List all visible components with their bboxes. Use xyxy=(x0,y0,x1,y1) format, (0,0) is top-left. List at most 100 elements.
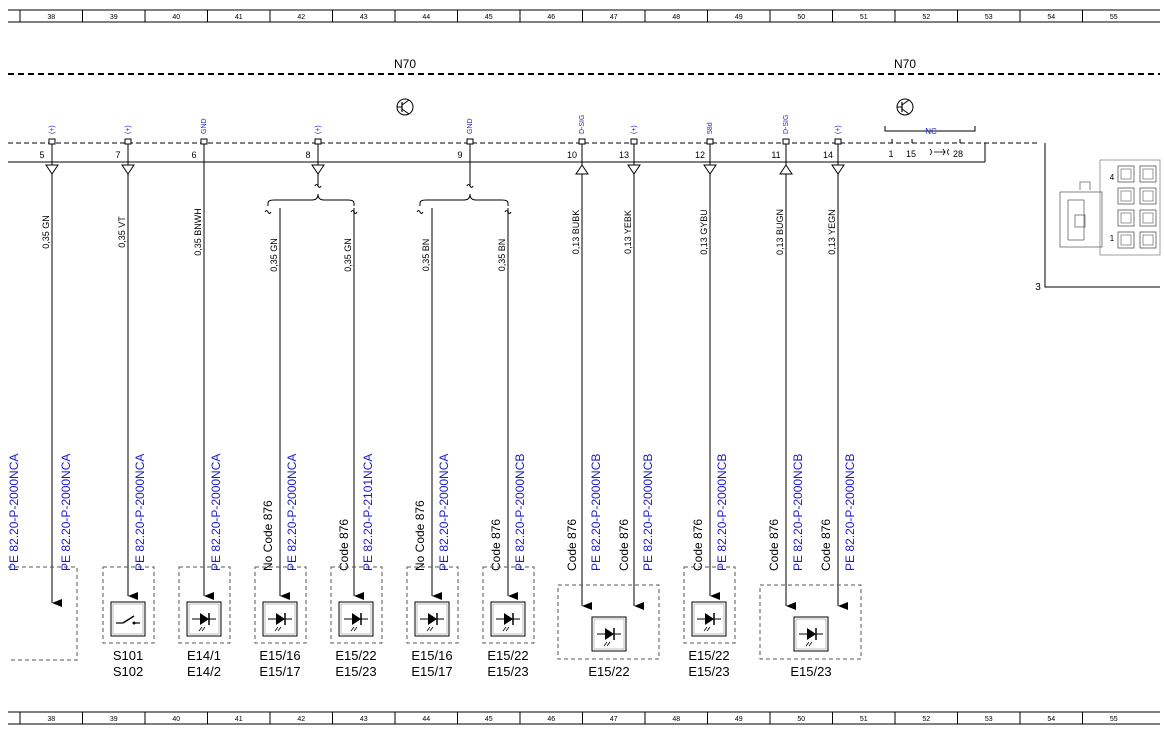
reference-link[interactable]: PE 82.20-P-2101NCA xyxy=(361,454,375,571)
column-number: 48 xyxy=(672,14,680,21)
pin-number: 6 xyxy=(191,150,196,160)
pin-terminal xyxy=(314,138,322,145)
component-id-label: E15/23 xyxy=(487,664,528,679)
led-icon xyxy=(338,601,374,637)
component-box: E15/23 xyxy=(759,584,862,679)
column-number: 55 xyxy=(1110,716,1118,723)
pin-terminal xyxy=(630,138,638,145)
component-box: E15/22 xyxy=(557,584,660,679)
pin-terminal xyxy=(466,138,474,145)
wire-label: 0,13 GYBU xyxy=(699,209,709,255)
transistor-icon xyxy=(396,98,414,116)
reference-link[interactable]: PE 82.20-P-2000NCB xyxy=(641,454,655,571)
column-number: 46 xyxy=(547,716,555,723)
code-condition-label: Code 876 xyxy=(337,519,351,571)
wire: 0,13 BUBK xyxy=(571,174,592,610)
reference-link[interactable]: PE 82.20-P-2000NCA xyxy=(7,454,21,571)
column-number: 49 xyxy=(735,716,743,723)
wire-label: 0,35 GN xyxy=(41,215,51,249)
code-condition-label: Code 876 xyxy=(565,519,579,571)
switch-icon xyxy=(110,601,146,637)
pin-7: (+)7 xyxy=(115,125,135,175)
reference-link[interactable]: PE 82.20-P-2000NCA xyxy=(133,454,147,571)
nc-pin-number: 28 xyxy=(953,149,963,159)
reference-group: PE 82.20-P-2000NCA xyxy=(59,454,73,571)
component-id-label: E15/23 xyxy=(688,664,729,679)
column-number: 52 xyxy=(922,716,930,723)
pin-signal-label: (+) xyxy=(125,125,132,134)
pin-8: (+)8 xyxy=(305,125,325,175)
component-id-label: S102 xyxy=(113,664,143,679)
column-number: 53 xyxy=(985,14,993,21)
code-condition-label: Code 876 xyxy=(691,519,705,571)
column-number: 41 xyxy=(235,716,243,723)
connector-cell xyxy=(1139,187,1157,205)
column-number: 40 xyxy=(172,14,180,21)
column-number: 42 xyxy=(297,14,305,21)
reference-link[interactable]: PE 82.20-P-2000NCA xyxy=(209,454,223,571)
component-id-label: E15/22 xyxy=(487,648,528,663)
column-number: 47 xyxy=(610,716,618,723)
led-icon xyxy=(414,601,450,637)
component-id-label: S101 xyxy=(113,648,143,663)
nc-pin-group: NC 1 15 28 xyxy=(884,126,976,159)
component-box xyxy=(8,566,78,661)
input-triangle-icon xyxy=(627,164,641,175)
transistor-icon xyxy=(896,98,914,116)
reference-link[interactable]: PE 82.20-P-2000NCB xyxy=(843,454,857,571)
connector-cell xyxy=(1139,209,1157,227)
column-number: 47 xyxy=(610,14,618,21)
pin-terminal xyxy=(706,138,714,145)
pin-number: 9 xyxy=(457,150,462,160)
pin-terminal xyxy=(48,138,56,145)
reference-link[interactable]: PE 82.20-P-2000NCB xyxy=(513,454,527,571)
reference-link[interactable]: PE 82.20-P-2000NCB xyxy=(589,454,603,571)
wire-label: 0,35 BN xyxy=(421,239,431,272)
reference-link[interactable]: PE 82.20-P-2000NCA xyxy=(59,454,73,571)
nc-pin-number: 1 xyxy=(888,149,893,159)
component-id-label: E14/1 xyxy=(187,648,221,663)
column-number: 53 xyxy=(985,716,993,723)
pin-14: (+)14 xyxy=(823,125,845,175)
pin-number: 11 xyxy=(771,150,780,160)
column-number: 39 xyxy=(110,716,118,723)
component-id-label: E15/23 xyxy=(790,664,831,679)
column-number: 38 xyxy=(47,14,55,21)
reference-link[interactable]: PE 82.20-P-2000NCB xyxy=(715,454,729,571)
reference-link[interactable]: PE 82.20-P-2000NCA xyxy=(285,454,299,571)
column-number: 43 xyxy=(360,716,368,723)
wire-label: 0,13 YEBK xyxy=(623,210,633,254)
pin-number: 10 xyxy=(567,150,577,160)
input-triangle-icon xyxy=(703,164,717,175)
wire: 0,35 BN xyxy=(421,208,442,600)
input-triangle-icon xyxy=(121,164,135,175)
pin-terminal xyxy=(200,138,208,145)
pin-terminal xyxy=(834,138,842,145)
column-number: 45 xyxy=(485,14,493,21)
column-number: 54 xyxy=(1047,14,1055,21)
column-number: 50 xyxy=(797,14,805,21)
wire-label: 0,13 BUBK xyxy=(571,210,581,255)
column-number: 55 xyxy=(1110,14,1118,21)
reference-group: PE 82.20-P-2000NCA xyxy=(133,454,147,571)
reference-link[interactable]: PE 82.20-P-2000NCB xyxy=(791,454,805,571)
led-icon xyxy=(691,601,727,637)
top-column-ruler xyxy=(8,9,1160,23)
wire: 0,35 BNWH xyxy=(193,162,214,600)
nc-label: NC xyxy=(925,127,937,136)
column-number: 50 xyxy=(797,716,805,723)
code-condition-label: Code 876 xyxy=(767,519,781,571)
reference-link[interactable]: PE 82.20-P-2000NCA xyxy=(437,454,451,571)
column-number: 41 xyxy=(235,14,243,21)
